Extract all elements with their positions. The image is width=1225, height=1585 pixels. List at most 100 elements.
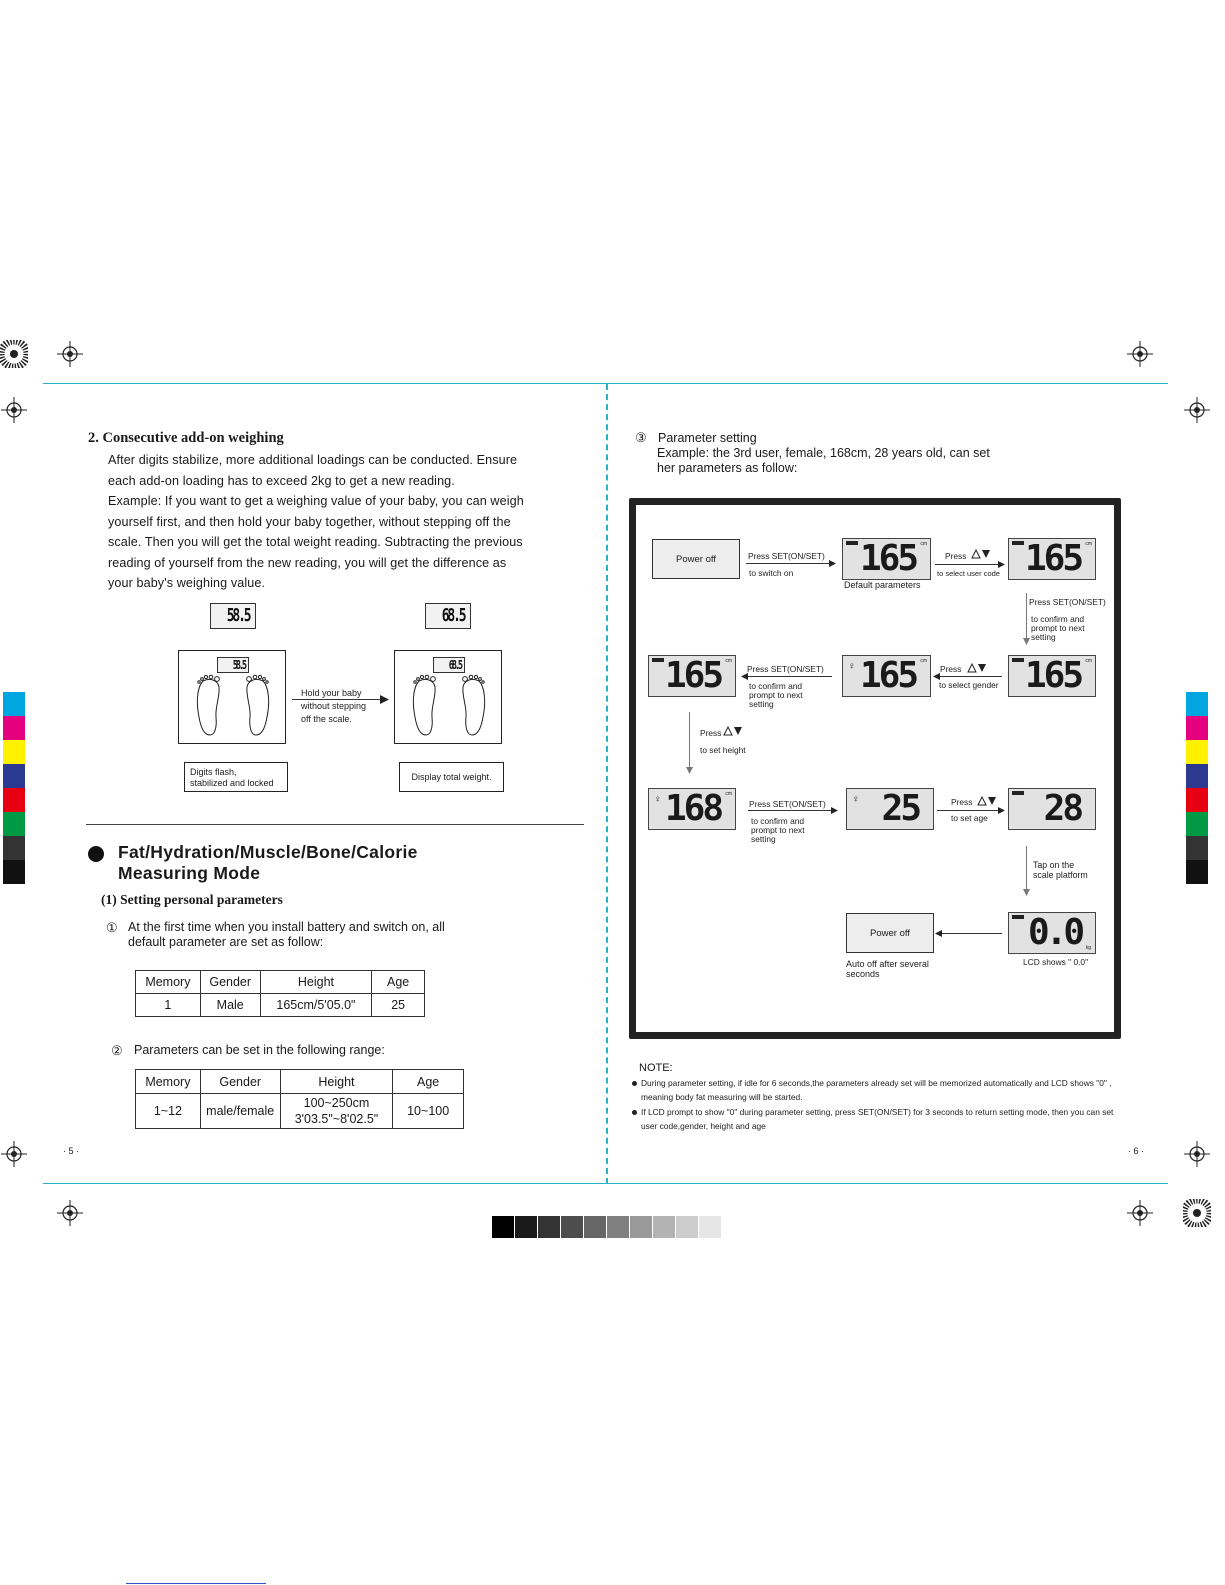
up-down-button-icon bbox=[977, 795, 996, 806]
lcd-digits: 58.5 bbox=[232, 658, 247, 672]
center-fold-line bbox=[606, 384, 608, 1184]
registration-target-icon bbox=[1184, 397, 1210, 423]
default-params-table: Memory Gender Height Age 1 Male 165cm/5'… bbox=[135, 970, 425, 1017]
title-line: Fat/Hydration/Muscle/Bone/Calorie bbox=[118, 842, 418, 862]
text-line: yourself first, and then hold your baby … bbox=[108, 514, 511, 529]
lcd-digits: 168 bbox=[664, 788, 724, 829]
starburst-mark-icon bbox=[1183, 1199, 1211, 1227]
arrow-down bbox=[689, 712, 690, 770]
arrowhead-down-icon bbox=[686, 767, 693, 774]
lcd-digits: 28 bbox=[1043, 788, 1084, 829]
foot-right-icon bbox=[246, 674, 270, 736]
arrowhead-right-icon bbox=[998, 807, 1005, 814]
lcd-display-zero: 0.0 kg bbox=[1008, 912, 1096, 954]
fat-mode-title: Fat/Hydration/Muscle/Bone/Calorie Measur… bbox=[118, 842, 418, 884]
arrow-left bbox=[746, 676, 832, 677]
confirm-label: to confirm and prompt to next setting bbox=[1031, 615, 1085, 642]
lcd-digits: 0.0 bbox=[1027, 912, 1085, 953]
section-divider bbox=[86, 824, 584, 825]
text-line: prompt to next bbox=[1031, 623, 1085, 633]
registration-target-icon bbox=[57, 341, 83, 367]
confirm-label: to confirm and prompt to next setting bbox=[751, 817, 805, 844]
table-cell: 165cm/5'05.0" bbox=[259, 993, 373, 1017]
text-line: setting bbox=[749, 699, 774, 709]
arrow-down bbox=[1026, 846, 1027, 892]
height-range-cm: 100~250cm bbox=[303, 1096, 370, 1110]
text-line: your baby's weighing value. bbox=[108, 576, 266, 590]
select-user-label: to select user code bbox=[937, 569, 1000, 578]
text-line: At the first time when you install batte… bbox=[128, 920, 445, 934]
height-range-ft: 3'03.5"~8'02.5" bbox=[294, 1112, 379, 1126]
text-line: to confirm and bbox=[1031, 614, 1085, 624]
arrow-down bbox=[1026, 593, 1027, 641]
text-line: prompt to next bbox=[751, 825, 805, 835]
bullet-icon bbox=[632, 1110, 637, 1116]
text-line: to confirm and bbox=[749, 681, 803, 691]
lcd-digits: 165 bbox=[859, 538, 919, 579]
text-line: reading of yourself from the new reading… bbox=[108, 555, 507, 570]
text-line: Example: the 3rd user, female, 168cm, 28… bbox=[657, 446, 990, 460]
text-line: During parameter setting, if idle for 6 … bbox=[641, 1078, 1112, 1088]
lcd-digits: 165 bbox=[859, 655, 919, 696]
table-cell: 1 bbox=[135, 993, 201, 1017]
item1-number: ① bbox=[106, 920, 118, 935]
arrow-right bbox=[748, 810, 834, 811]
arrowhead-left-icon bbox=[933, 673, 940, 680]
footer-link-underline bbox=[126, 1583, 266, 1584]
caption-box-right: Display total weight. bbox=[399, 762, 504, 792]
caption-line: Digits flash, bbox=[190, 767, 237, 777]
registration-target-icon bbox=[1127, 341, 1153, 367]
lcd-digits: 165 bbox=[664, 655, 724, 696]
caption-box-left: Digits flash, stabilized and locked bbox=[184, 762, 288, 792]
lcd-digits: 58.5 bbox=[226, 605, 251, 626]
title-line: Measuring Mode bbox=[118, 863, 261, 883]
caption-line: stabilized and locked bbox=[190, 778, 274, 788]
text-line: user code,gender, height and age bbox=[641, 1121, 766, 1131]
text-line: After digits stabilize, more additional … bbox=[108, 453, 518, 467]
table-header: Gender bbox=[199, 1069, 281, 1094]
lcd-digits: 165 bbox=[1024, 538, 1084, 579]
lcd-display-height-168: ♀ 168 cm bbox=[648, 788, 736, 830]
text-line: Auto off after several bbox=[846, 959, 929, 969]
tap-platform-label: Tap on the scale platform bbox=[1033, 860, 1088, 880]
press-label: Press bbox=[940, 664, 962, 674]
lcd-reading-second: 68.5 bbox=[425, 603, 471, 629]
set-height-label: to set height bbox=[700, 745, 746, 755]
item2-number: ② bbox=[111, 1043, 123, 1058]
top-trim-line bbox=[43, 383, 1168, 384]
lcd-reading-first: 58.5 bbox=[210, 603, 256, 629]
text-line: Example: If you want to get a weighing v… bbox=[108, 494, 524, 508]
auto-off-label: Auto off after several seconds bbox=[846, 959, 929, 979]
bullet-icon bbox=[632, 1081, 637, 1087]
section2-body: After digits stabilize, more additional … bbox=[108, 450, 578, 594]
scale-lcd: 68.5 bbox=[433, 657, 465, 673]
scale-lcd: 58.5 bbox=[217, 657, 249, 673]
table-header: Age bbox=[371, 970, 425, 994]
set-age-label: to set age bbox=[951, 813, 988, 823]
foot-right-icon bbox=[462, 674, 486, 736]
arrowhead-left-icon bbox=[741, 673, 748, 680]
note-item: If LCD prompt to show "0" during paramet… bbox=[632, 1105, 1113, 1133]
lcd-digits: 165 bbox=[1024, 655, 1084, 696]
confirm-label: to confirm and prompt to next setting bbox=[749, 682, 803, 709]
hold-caption-line: off the scale. bbox=[301, 714, 352, 724]
default-params-label: Default parameters bbox=[844, 580, 921, 590]
lcd-display-height-prompt: 165 cm bbox=[648, 655, 736, 697]
press-set-label: Press SET(ON/SET) bbox=[747, 664, 824, 674]
text-line: If LCD prompt to show "0" during paramet… bbox=[641, 1107, 1114, 1117]
lcd-unit: kg bbox=[1085, 945, 1091, 951]
up-down-button-icon bbox=[971, 548, 990, 559]
note-title: NOTE: bbox=[639, 1062, 673, 1074]
text-line: meaning body fat measuring will be start… bbox=[641, 1092, 803, 1102]
press-label: Press bbox=[700, 728, 722, 738]
table-header: Height bbox=[279, 1069, 394, 1094]
lcd-display-age-25: ♀ 25 bbox=[846, 788, 934, 830]
item2-text: Parameters can be set in the following r… bbox=[134, 1043, 385, 1057]
note-item: During parameter setting, if idle for 6 … bbox=[632, 1076, 1112, 1104]
lcd-unit: cm bbox=[1085, 658, 1092, 664]
arrowhead-down-icon bbox=[1023, 638, 1030, 645]
lcd-digits: 68.5 bbox=[441, 605, 466, 626]
table-header: Age bbox=[392, 1069, 464, 1094]
arrow-left bbox=[940, 933, 1002, 934]
lcd-display-user-confirmed: 165 cm bbox=[1008, 655, 1096, 697]
